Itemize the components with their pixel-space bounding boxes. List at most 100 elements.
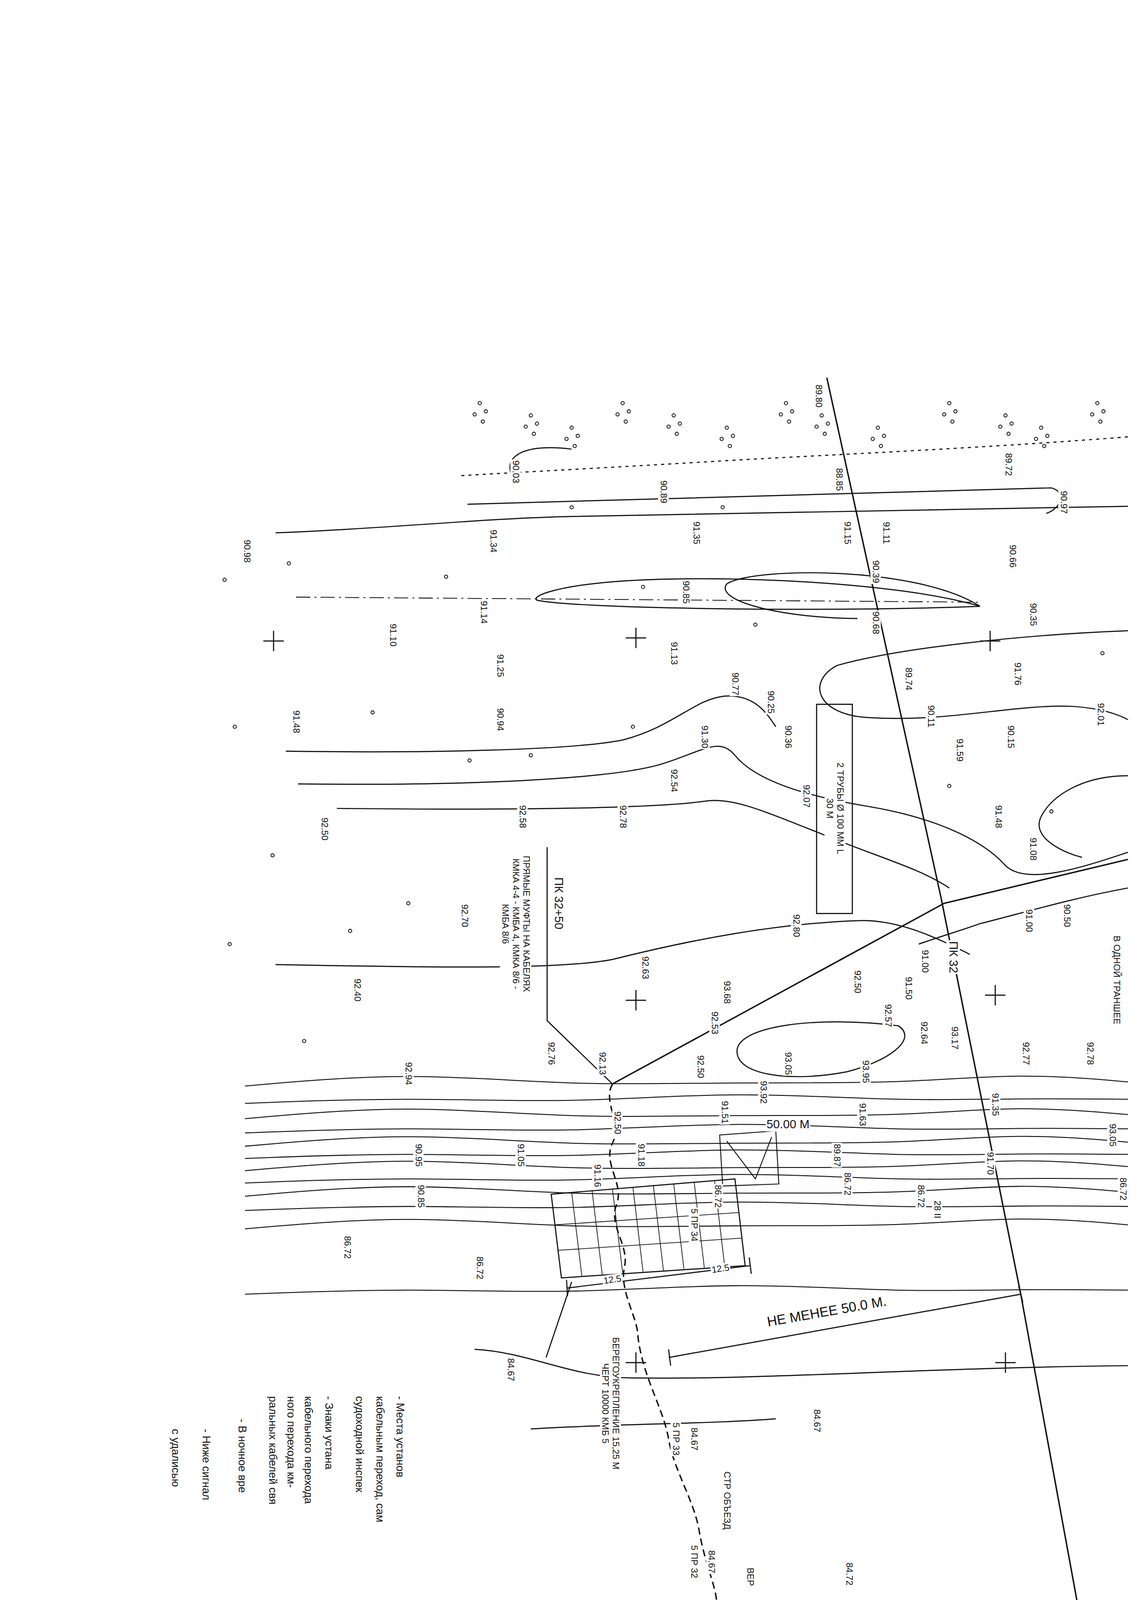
survey-point <box>631 725 635 729</box>
map-label: 12.5 <box>710 1262 732 1276</box>
contour-line <box>245 1174 1128 1184</box>
survey-point <box>787 419 791 423</box>
map-label: 5 ПР 33 <box>670 1421 681 1457</box>
map-label: 92.78 <box>1085 1041 1096 1066</box>
map-label: 92.78 <box>617 804 628 830</box>
note-line: ного перехода км- <box>285 1396 298 1488</box>
map-label: 90.36 <box>782 724 794 750</box>
map-label: 92.53 <box>709 1010 720 1036</box>
survey-point <box>1003 413 1007 418</box>
map-label: 86.72 <box>915 1184 926 1209</box>
leader-line <box>547 847 613 1085</box>
survey-point <box>953 409 957 413</box>
note-line: судоходной инспек <box>353 1396 366 1493</box>
map-label: 2 ТРУБЫ Ø 100 ММ L 30 М <box>824 757 846 860</box>
map-label: 91.00 <box>1023 908 1035 934</box>
map-label: 92.07 <box>801 783 812 809</box>
survey-point <box>876 426 880 430</box>
survey-point <box>1034 437 1038 441</box>
map-label: 84.72 <box>844 1561 855 1587</box>
survey-point <box>370 710 375 715</box>
map-label: 89.72 <box>1003 452 1014 477</box>
survey-point <box>620 401 625 405</box>
survey-point <box>1006 432 1011 436</box>
survey-point <box>271 853 275 857</box>
map-label: 91.14 <box>478 599 490 625</box>
map-label: 91.63 <box>857 1102 868 1127</box>
map-label: В ОДНОЙ ТРАНШЕЕ <box>1111 934 1122 1026</box>
survey-point <box>882 434 886 438</box>
contour-line <box>245 1285 1128 1295</box>
pipe-box <box>816 704 853 914</box>
map-label: ПРЯМЫЕ МУФТЫ НА КАБЕЛЯХ КМКА 4-4 - КМБА … <box>499 854 532 994</box>
survey-point <box>731 434 735 438</box>
route-line <box>612 859 1128 1085</box>
map-label: БЕРЕГОУКРЕПЛЕНИЕ 15,25 М ЧЕРТ 10000 КМБ … <box>599 1325 621 1482</box>
contour-line <box>297 746 1128 875</box>
contour-line <box>245 1136 1128 1147</box>
survey-point <box>947 784 951 788</box>
survey-point <box>1045 434 1049 438</box>
map-label: 5 ПР 34 <box>688 1207 700 1242</box>
map-label: 5 ПР 32 <box>688 1544 700 1580</box>
map-label: 90.66 <box>1007 543 1018 569</box>
revetment-hatch <box>555 1180 742 1276</box>
note-line: ральных кабелей свя <box>266 1396 279 1505</box>
contour-line <box>474 1349 1128 1379</box>
survey-point <box>1049 809 1054 814</box>
map-label: 91.35 <box>990 1092 1001 1117</box>
contour-line <box>275 920 970 968</box>
map-label: 90.68 <box>870 610 882 636</box>
map-label: 90.50 <box>1061 903 1072 929</box>
survey-point <box>468 758 472 762</box>
survey-point <box>233 725 237 729</box>
map-label: 86.72 <box>341 1235 353 1260</box>
map-label: 84.67 <box>811 1408 822 1434</box>
map-label: 90.39 <box>870 559 882 585</box>
map-label: 91.35 <box>690 520 702 546</box>
survey-point <box>942 412 946 417</box>
survey-point <box>1039 426 1043 430</box>
contour-line <box>245 1202 1128 1211</box>
survey-points <box>223 401 1106 1043</box>
survey-point <box>719 437 724 441</box>
survey-point <box>524 425 528 429</box>
map-label: 90.11 <box>925 704 937 729</box>
revetment <box>719 1131 779 1187</box>
survey-point <box>484 409 488 413</box>
axis-line <box>296 597 981 603</box>
survey-point <box>784 401 788 405</box>
grid-cross <box>263 627 1016 1373</box>
map-label: 86.72 <box>1117 1176 1128 1202</box>
survey-point <box>720 505 725 509</box>
map-label: 86.72 <box>712 1184 723 1209</box>
survey-point <box>473 412 477 417</box>
contour-line <box>819 631 1128 720</box>
map-label: 92.58 <box>517 804 528 830</box>
note-line: кабельным переход, сам <box>373 1396 386 1523</box>
map-label: ПК 32+50 <box>551 876 566 931</box>
map-label: 86.72 <box>841 1171 853 1197</box>
map-label: 90.25 <box>765 689 777 715</box>
survey-point <box>348 929 352 933</box>
map-label: 90.94 <box>495 707 506 732</box>
map-label: 92.54 <box>668 768 679 793</box>
map-label: 91.00 <box>919 949 930 974</box>
map-label: 92.50 <box>694 1054 706 1080</box>
contour-line <box>530 1418 776 1430</box>
survey-point <box>753 623 757 627</box>
contour-line <box>918 887 1128 945</box>
survey-point <box>998 425 1002 429</box>
map-label: СТР ОБЪЕЗД <box>721 1470 732 1531</box>
plan-layer <box>263 377 1128 1600</box>
survey-point <box>569 505 574 509</box>
survey-point <box>667 425 671 429</box>
map-label: 92.70 <box>459 903 470 929</box>
map-label: 91.25 <box>495 653 506 679</box>
map-label: 92.50 <box>852 969 863 995</box>
map-label: 92.13 <box>596 1051 608 1076</box>
survey-point <box>406 901 410 905</box>
bank-edge <box>461 437 1128 476</box>
